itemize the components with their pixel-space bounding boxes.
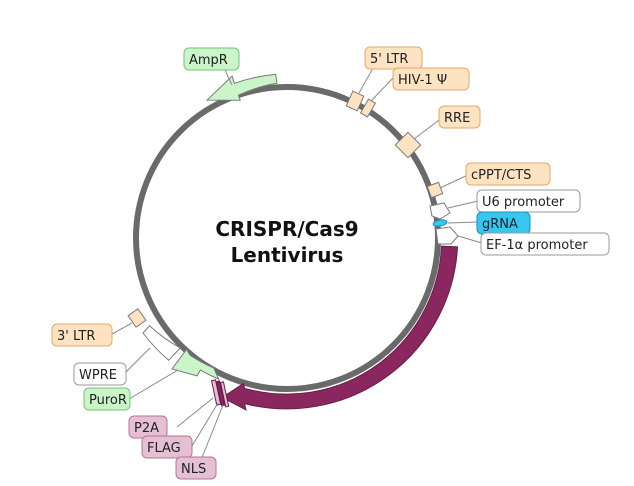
hiv1psi-leader (370, 77, 394, 102)
ltr5-label: 5' LTR (370, 52, 408, 67)
ltr5-feature (345, 90, 365, 112)
flag-label: FLAG (147, 441, 181, 456)
ef1a-leader (457, 235, 483, 244)
u6-leader (447, 200, 479, 209)
puror-feature-arrow (171, 348, 220, 381)
cppt-label-box (465, 162, 551, 186)
grna-feature (432, 219, 448, 227)
u6-label-box (476, 189, 581, 213)
u6-label: U6 promoter (482, 195, 565, 210)
grna-leader (447, 221, 479, 224)
nls-label: NLS (181, 462, 206, 477)
u6-promoter-feature (429, 202, 451, 220)
rre-label: RRE (444, 111, 470, 126)
rre-label-box (438, 105, 481, 129)
nls-feature (219, 381, 230, 408)
p2a-feature (210, 379, 222, 406)
ltr3-feature (127, 308, 147, 328)
wpre-feature (142, 324, 182, 361)
ampr-feature-arrow (205, 73, 278, 101)
wpre-label: WPRE (79, 368, 117, 383)
wpre-leader (124, 347, 151, 374)
map-title-line2: Lentivirus (231, 243, 344, 267)
hiv1psi-label: HIV-1 Ψ (398, 73, 447, 88)
ltr3-label-box (51, 323, 113, 347)
ltr3-label: 3' LTR (57, 329, 95, 344)
cas9-feature-arrow (221, 245, 459, 411)
ampr-leader (224, 69, 233, 86)
ef1a-label: EF-1α promoter (486, 238, 588, 253)
cppt-leader (439, 173, 471, 189)
hiv1psi-feature (359, 98, 377, 118)
nls-leader (198, 404, 224, 466)
nls-label-box (175, 456, 217, 480)
p2a-leader (176, 397, 214, 428)
puror-leader (128, 369, 179, 400)
puror-label: PuroR (89, 393, 127, 408)
ltr5-label-box (364, 46, 423, 70)
wpre-label-box (73, 362, 127, 386)
ampr-label: AmpR (189, 53, 228, 68)
puror-label-box (83, 387, 131, 411)
ltr3-leader (111, 322, 133, 335)
hiv1psi-label-box (392, 67, 470, 91)
ef1a-label-box (480, 232, 610, 256)
rre-leader (413, 116, 444, 140)
ampr-label-box (183, 47, 240, 71)
ef1a-promoter-feature (435, 226, 459, 245)
flag-label-box (141, 435, 193, 459)
p2a-label: P2A (134, 421, 159, 436)
map-title-line1: CRISPR/Cas9 (215, 217, 358, 241)
cppt-label: cPPT/CTS (471, 168, 531, 183)
flag-leader (191, 402, 219, 447)
grna-label: gRNA (482, 217, 518, 232)
